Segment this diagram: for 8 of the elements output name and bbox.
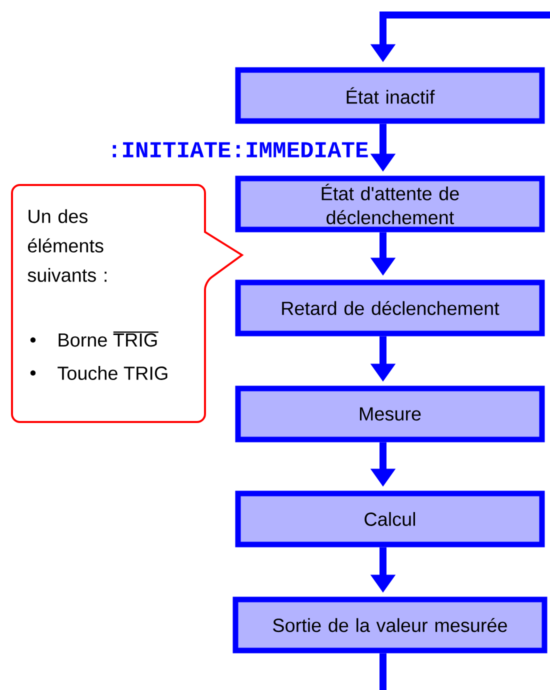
process-box: Sortie de la valeur mesurée [232, 596, 548, 654]
edge-label: :INITIATE:IMMEDIATE [106, 141, 370, 158]
process-box: État d'attente de déclenchement [235, 176, 545, 232]
process-box: Retard de déclenchement [235, 280, 545, 336]
process-box: Calcul [235, 490, 545, 548]
callout-bubble: Un des éléments suivants : Borne TRIG Touche TRIG [11, 184, 243, 423]
process-box: Mesure [235, 386, 545, 442]
process-box: État inactif [235, 67, 545, 124]
